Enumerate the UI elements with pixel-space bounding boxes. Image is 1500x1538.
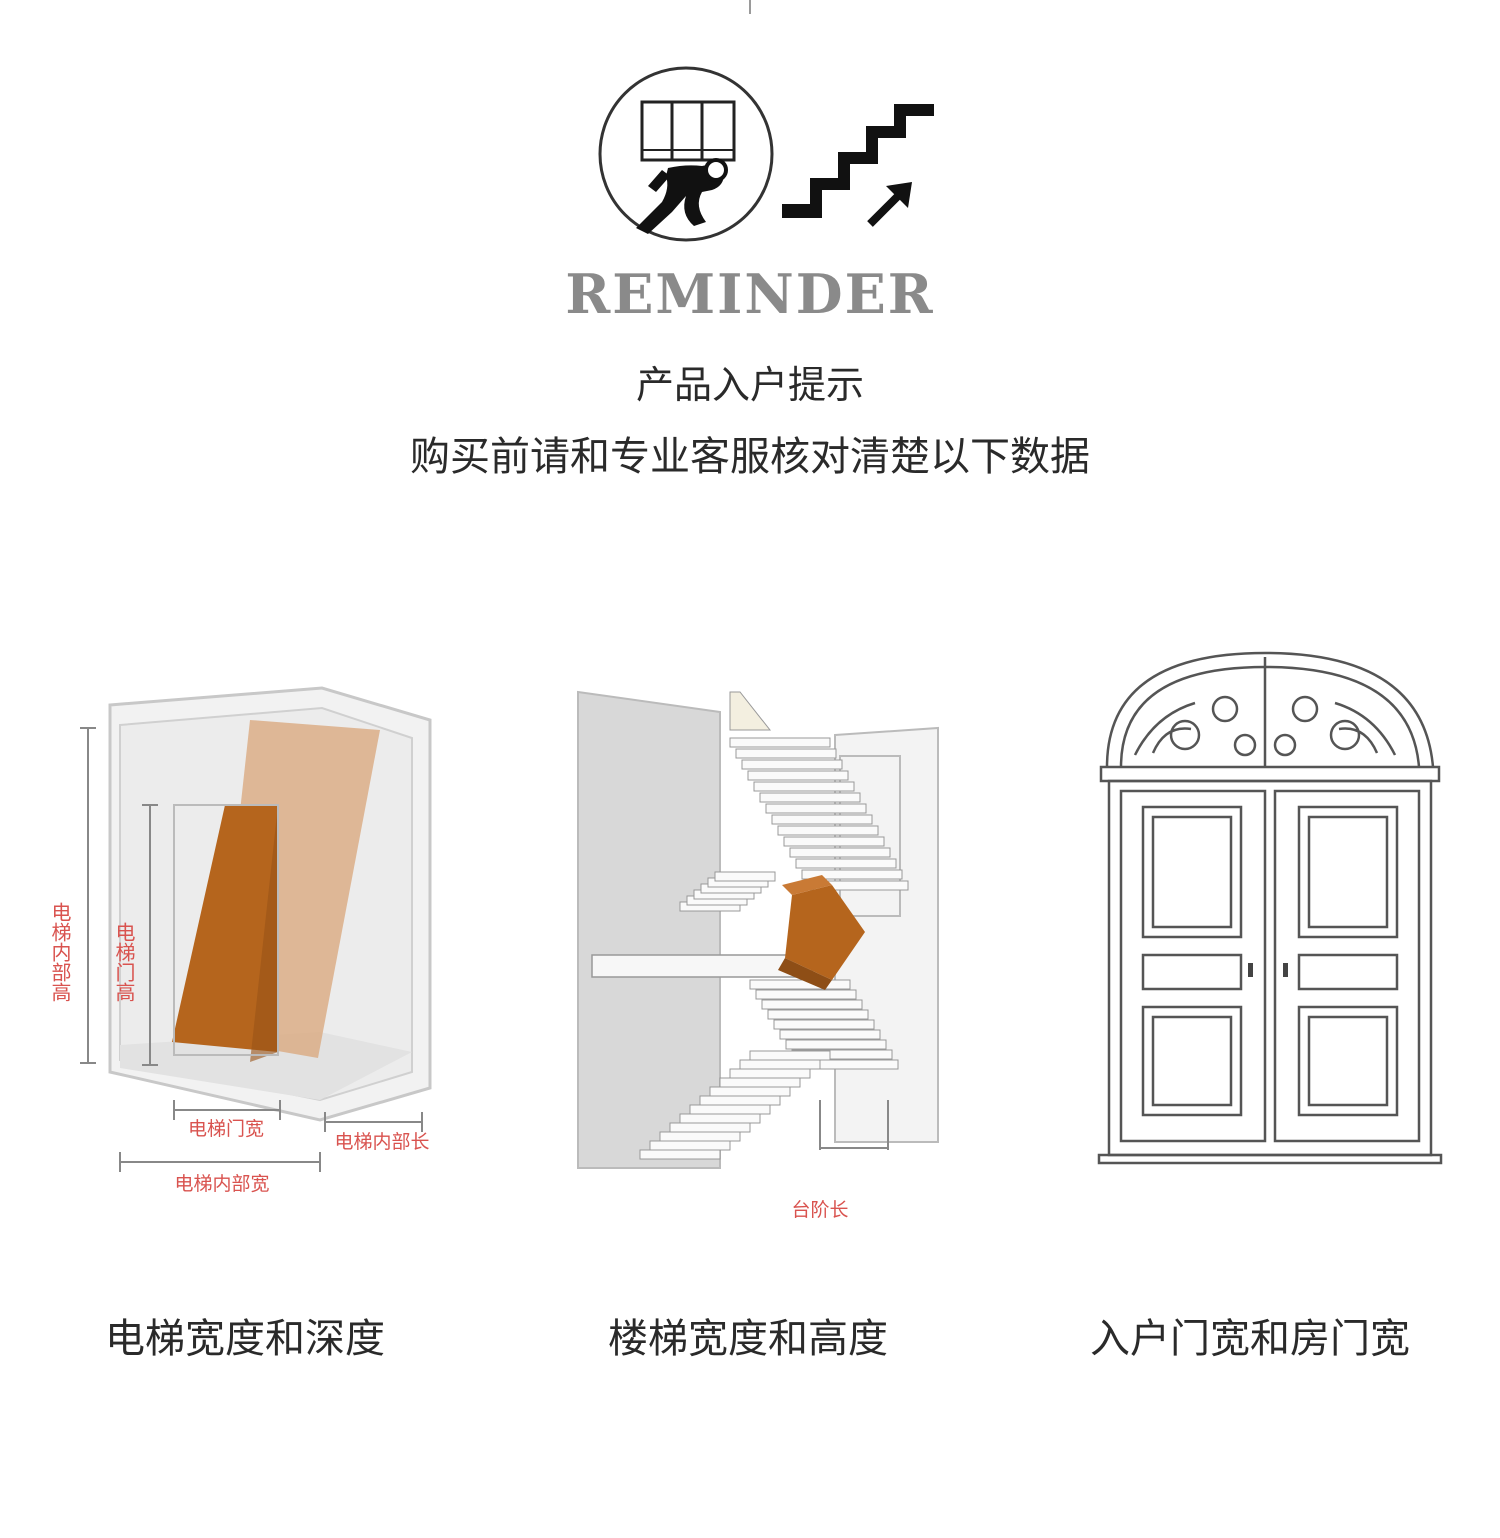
stair-step (741, 759, 843, 770)
stair-step (795, 858, 897, 869)
door-height-label: 电梯门高 (112, 922, 136, 1002)
stair-step (759, 792, 861, 803)
caption-staircase: 楼梯宽度和高度 (608, 1316, 888, 1362)
stair-step (729, 737, 831, 748)
stair-step (761, 999, 863, 1010)
stair-step (735, 748, 837, 759)
mover-carrying-box-icon (598, 66, 774, 242)
stair-step (659, 1131, 741, 1142)
left-door-handle (1248, 963, 1253, 977)
stair-step (679, 1113, 761, 1124)
stair-step (747, 770, 849, 781)
reminder-heading: REMINDER (565, 262, 935, 326)
page-title: 产品入户提示 (635, 363, 864, 407)
stair-step (767, 1009, 869, 1020)
caption-door: 入户门宽和房门宽 (1090, 1316, 1410, 1362)
stair-step (749, 1050, 831, 1061)
inner-width-label: 电梯内部宽 (174, 1173, 269, 1195)
stair-step (689, 1104, 771, 1115)
entry-door-illustration (1097, 651, 1443, 1165)
stair-step (639, 1149, 721, 1160)
inner-height-label: 电梯内部高 (50, 902, 72, 1002)
stair-step (773, 1019, 875, 1030)
stair-step (771, 814, 873, 825)
stair-step (777, 825, 879, 836)
stair-step (779, 1029, 881, 1040)
stair-step (753, 781, 855, 792)
stair-step (765, 803, 867, 814)
stair-step (709, 1086, 791, 1097)
stair-step (714, 871, 776, 882)
stair-step (669, 1122, 751, 1133)
stair-step (789, 847, 891, 858)
top-divider-tick (749, 0, 751, 14)
caption-elevator: 电梯宽度和深度 (105, 1316, 385, 1362)
stair-step (785, 1039, 887, 1050)
stair-step (729, 1068, 811, 1079)
page-subtitle: 购买前请和专业客服核对清楚以下数据 (410, 434, 1090, 480)
step-length-label: 台阶长 (791, 1199, 848, 1221)
stairs-arrow-up-icon (782, 104, 934, 227)
stair-step (719, 1077, 801, 1088)
stair-step (749, 979, 851, 990)
stair-step (739, 1059, 821, 1070)
stair-step (699, 1095, 781, 1106)
staircase-illustration: 台阶长 (577, 690, 939, 1221)
inner-length-label: 电梯内部长 (334, 1131, 429, 1153)
stair-step (783, 836, 885, 847)
right-door-handle (1283, 963, 1288, 977)
door-width-label: 电梯门宽 (188, 1118, 264, 1140)
stair-step (755, 989, 857, 1000)
stair-step (649, 1140, 731, 1151)
elevator-illustration: 电梯内部高 电梯门高 电梯门宽 电梯内部长 电梯内部宽 (50, 686, 432, 1195)
stair-steps (639, 737, 909, 1160)
stair-step (801, 869, 903, 880)
